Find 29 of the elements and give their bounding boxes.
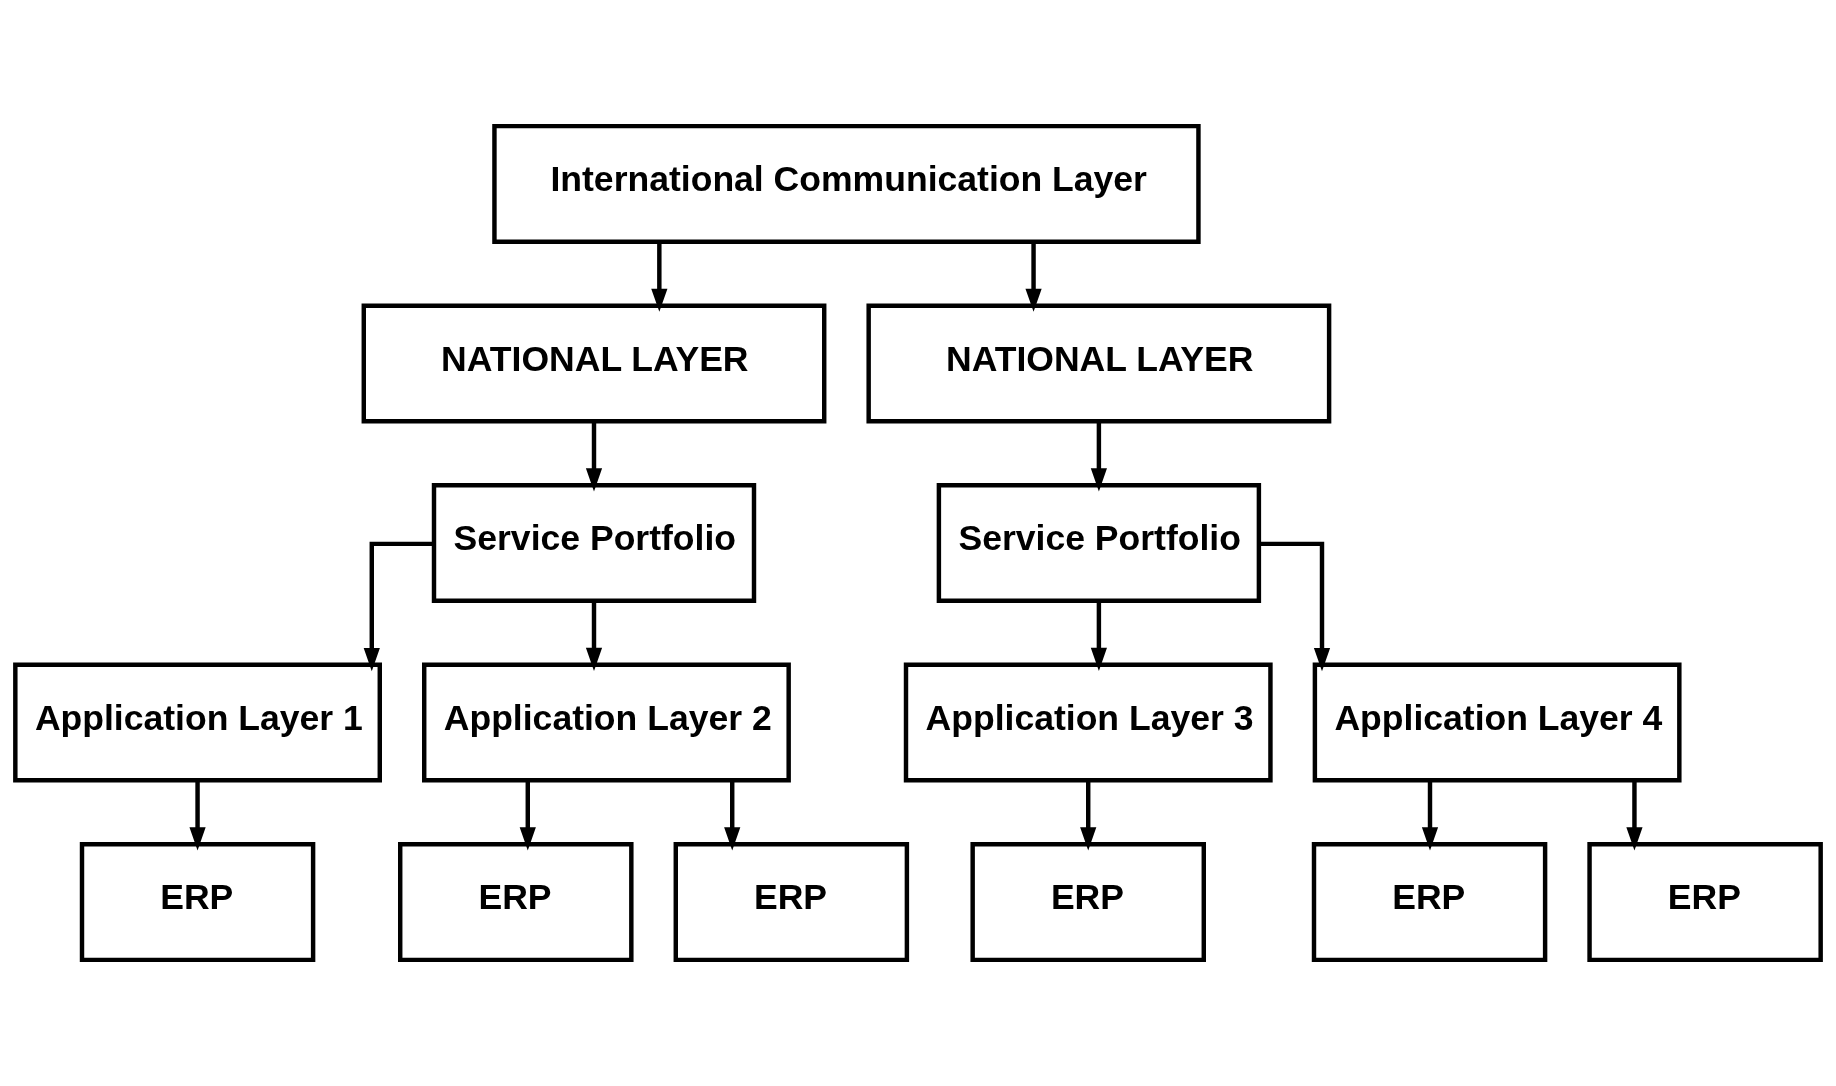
arrow: [1626, 780, 1643, 851]
node-box: NATIONAL LAYER: [866, 303, 1332, 424]
arrow: [1421, 780, 1439, 851]
arrow: [1259, 541, 1331, 672]
node-box: ERP: [398, 842, 634, 963]
arrow: [189, 780, 206, 851]
node-box: ERP: [970, 842, 1206, 963]
node-box: Application Layer 2: [422, 662, 791, 783]
arrow: [1090, 600, 1107, 671]
node-box: ERP: [673, 842, 910, 963]
arrow: [1025, 241, 1042, 312]
arrow: [585, 600, 603, 671]
node-box: Service Portfolio: [936, 483, 1262, 603]
arrow: [585, 421, 603, 492]
node-box: ERP: [1587, 842, 1823, 963]
arrow: [1080, 780, 1097, 851]
arrow: [519, 780, 536, 851]
node-box: International Communication Layer: [492, 123, 1201, 244]
node-box: Application Layer 1: [13, 662, 382, 783]
node-box: NATIONAL LAYER: [361, 303, 827, 424]
arrow: [724, 780, 741, 851]
node-box: Application Layer 3: [903, 662, 1273, 783]
arrow: [363, 541, 434, 672]
node-box: ERP: [79, 842, 316, 963]
node-box: ERP: [1311, 842, 1548, 963]
arrow: [651, 241, 668, 312]
node-box: Service Portfolio: [431, 483, 757, 603]
arrow: [1090, 421, 1107, 492]
node-box: Application Layer 4: [1312, 662, 1682, 783]
